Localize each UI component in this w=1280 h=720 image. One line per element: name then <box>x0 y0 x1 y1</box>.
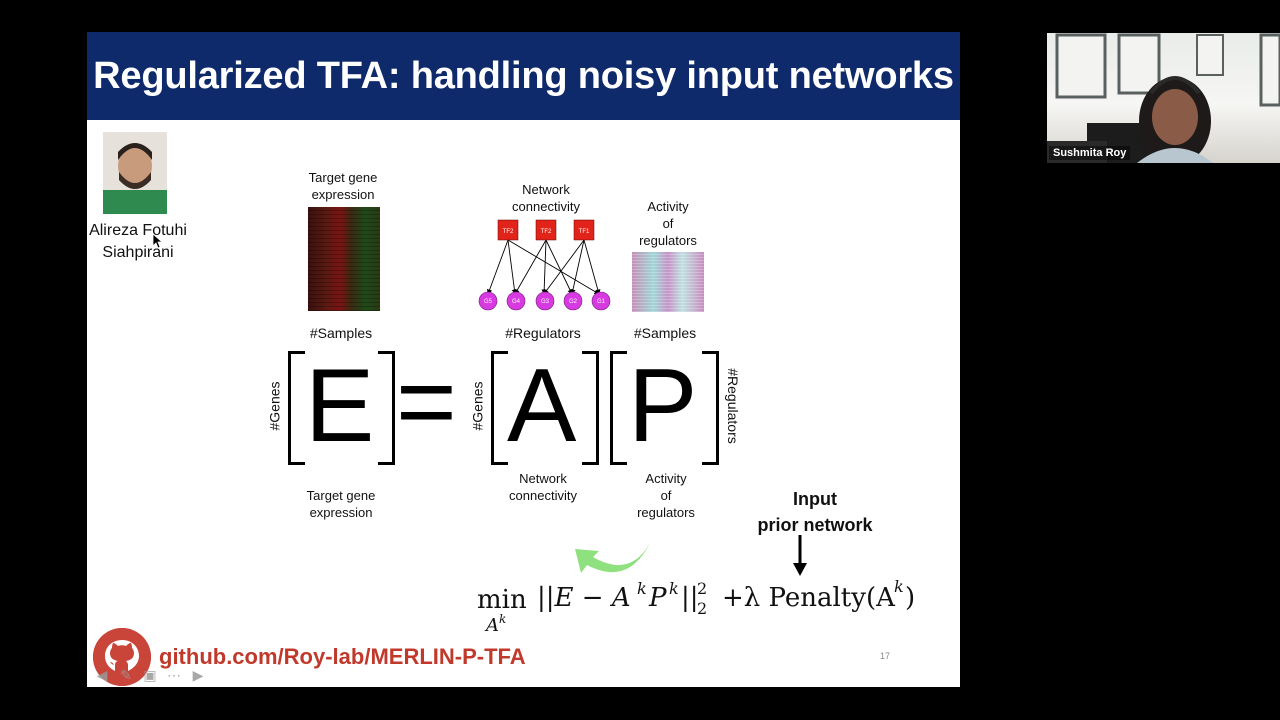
label-line: expression <box>309 505 373 520</box>
activity-top-label: Activity of regulators <box>618 198 718 249</box>
samples-label-left: #Samples <box>309 325 373 341</box>
activity-bottom-label: Activity of regulators <box>616 470 716 521</box>
formula-subscript-k: k <box>499 612 507 626</box>
formula-body: ||E − A <box>537 583 631 613</box>
tf-node-label: TF1 <box>579 229 590 235</box>
matrix-a: A <box>507 348 577 464</box>
gene-node-label: G4 <box>512 299 521 305</box>
label-line: connectivity <box>512 199 580 214</box>
tf-node-label: TF2 <box>503 229 514 235</box>
label-line: connectivity <box>509 488 577 503</box>
formula-p: P <box>649 583 667 613</box>
network-diagram: TF2 TF2 TF1 G5 G4 G3 G2 G1 <box>478 219 611 311</box>
formula-sub2: 2 <box>697 599 708 618</box>
formula-k2: k <box>669 579 679 598</box>
tf-nodes: TF2 TF2 TF1 <box>497 219 595 241</box>
genes-label-mid: #Genes <box>469 381 486 431</box>
formula-k1: k <box>637 579 647 598</box>
formula-min: min <box>477 585 527 615</box>
network-connectivity-top-label: Network connectivity <box>491 181 601 215</box>
label-line: Network <box>522 182 570 197</box>
expression-heatmap <box>308 207 380 311</box>
matrix-e-left-bracket <box>288 351 305 465</box>
label-line: regulators <box>639 233 697 248</box>
participant-video-tile[interactable]: Sushmita Roy <box>1047 33 1280 163</box>
curved-arrow-icon <box>575 541 651 573</box>
label-line: of <box>660 488 672 503</box>
label-line: Activity <box>647 199 689 214</box>
tf-node-label: TF2 <box>541 229 552 235</box>
more-options-icon[interactable]: ⋯ <box>167 666 181 683</box>
label-line: Target gene <box>306 488 376 503</box>
presenter-name: Alireza Fotuhi Siahpirani <box>87 220 189 264</box>
pen-icon[interactable]: ✎ <box>120 666 132 683</box>
equals-sign: = <box>396 344 457 460</box>
label-line: regulators <box>637 505 695 520</box>
presenter-name-line1: Alireza Fotuhi <box>89 222 187 239</box>
label-line: of <box>662 216 674 231</box>
tf-node <box>497 219 519 241</box>
video-feed-icon <box>1047 33 1280 163</box>
input-prior-network-label: Input prior network <box>747 486 883 538</box>
formula-sup2: 2 <box>697 579 708 598</box>
matrix-p-left-bracket <box>610 351 627 465</box>
gene-node <box>506 291 526 311</box>
next-slide-icon[interactable]: ▶ <box>192 666 204 683</box>
page-number: 17 <box>880 651 891 661</box>
down-arrow-icon <box>793 535 807 576</box>
gene-node-label: G1 <box>597 299 606 305</box>
gene-node-label: G5 <box>484 299 493 305</box>
target-gene-expression-top-label: Target gene expression <box>293 169 393 203</box>
optimization-formula: min A k ||E − A k P k || 2 2 +λ Penalty(… <box>477 577 937 637</box>
regulators-label-top: #Regulators <box>505 325 581 341</box>
matrix-e-right-bracket <box>378 351 395 465</box>
github-link[interactable]: github.com/Roy-lab/MERLIN-P-TFA <box>159 644 526 669</box>
gene-nodes: G5 G4 G3 G2 G1 <box>478 291 611 311</box>
gene-node <box>563 291 583 311</box>
tf-node <box>573 219 595 241</box>
activity-heatmap <box>632 252 704 312</box>
presentation-slide: Regularized TFA: handling noisy input ne… <box>87 32 960 687</box>
matrix-a-right-bracket <box>582 351 599 465</box>
matrix-a-left-bracket <box>491 351 508 465</box>
target-gene-expression-bottom-label: Target gene expression <box>291 487 391 521</box>
label-line: Activity <box>645 471 687 486</box>
network-connectivity-bottom-label: Network connectivity <box>493 470 593 504</box>
gene-node <box>478 291 498 311</box>
slideshow-controls: ◀ ✎ ▣ ⋯ ▶ <box>93 667 207 683</box>
label-line: Network <box>519 471 567 486</box>
mouse-cursor-icon <box>152 233 164 249</box>
matrix-e: E <box>305 348 375 464</box>
label-line: expression <box>311 187 375 202</box>
participant-name-label: Sushmita Roy <box>1049 146 1131 160</box>
formula-penalty: +λ Penalty(A <box>722 583 895 613</box>
gene-node-label: G3 <box>541 299 550 305</box>
previous-slide-icon[interactable]: ◀ <box>96 666 108 683</box>
samples-label-right: #Samples <box>633 325 697 341</box>
regulators-label-right: #Regulators <box>724 368 741 444</box>
github-logo-icon <box>93 628 151 686</box>
gene-node <box>591 291 611 311</box>
gene-node-label: G2 <box>569 299 578 305</box>
matrix-p-right-bracket <box>702 351 719 465</box>
presenter-name-line2: Siahpirani <box>102 244 174 261</box>
tf-node <box>535 219 557 241</box>
formula-subscript: A <box>486 615 499 636</box>
person-avatar-icon <box>103 132 167 214</box>
formula-close: ) <box>905 583 916 613</box>
label-line: Input <box>793 489 837 509</box>
presenter-photo <box>103 132 167 214</box>
genes-label-left: #Genes <box>266 381 283 431</box>
matrix-p: P <box>628 348 698 464</box>
label-line: Target gene <box>308 170 378 185</box>
slide-title: Regularized TFA: handling noisy input ne… <box>87 32 960 120</box>
formula-k3: k <box>894 577 904 596</box>
gene-node <box>535 291 555 311</box>
formula-norm: || <box>681 583 699 613</box>
label-line: prior network <box>757 515 873 535</box>
slides-overview-icon[interactable]: ▣ <box>143 666 157 683</box>
